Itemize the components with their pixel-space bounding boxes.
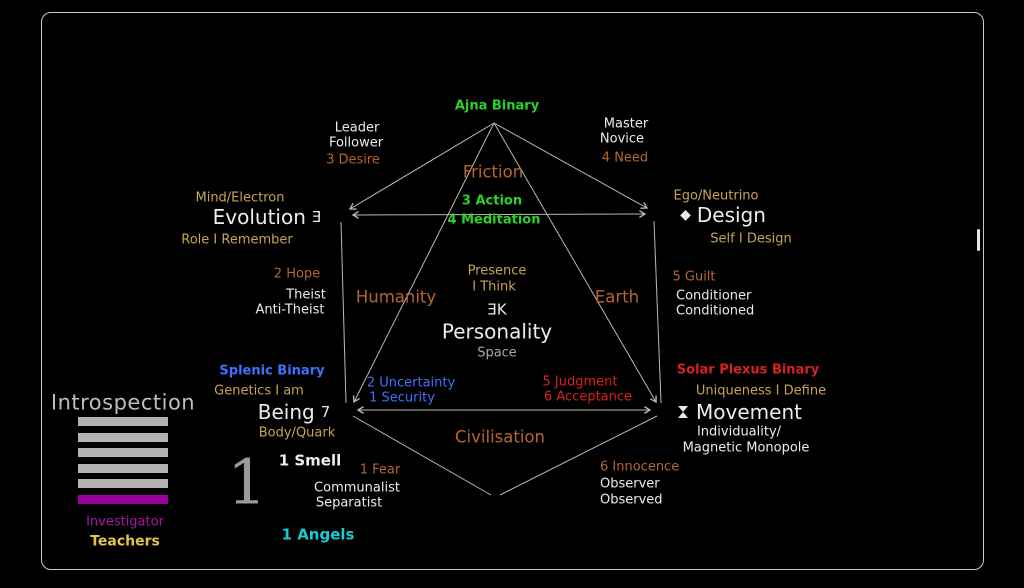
design-subtitle: Ego/Neutrino <box>673 188 759 204</box>
edge-evolution-being <box>340 221 347 404</box>
design-diamond-icon: ◆ <box>680 207 691 223</box>
i-think-label: I Think <box>472 279 516 295</box>
design-caption: Self I Design <box>710 231 792 247</box>
novice-label: Novice <box>599 131 645 147</box>
guilt-label: 5 Guilt <box>672 269 716 285</box>
edge-design-movement <box>653 220 662 404</box>
edge-apex-evolution <box>348 122 495 210</box>
design-node: ◆ Design <box>680 203 766 227</box>
separatist-label: Separatist <box>315 495 383 511</box>
big-number: 1 <box>227 445 267 519</box>
hexagram-line <box>78 432 168 442</box>
edge-apex-being <box>352 122 495 404</box>
hope-label: 2 Hope <box>273 266 321 282</box>
personality-glyph-icon: ƎK <box>487 300 507 319</box>
uncertainty-label: 2 Uncertainty <box>366 375 456 391</box>
communalist-label: Communalist <box>314 480 400 496</box>
border-frame <box>41 12 984 570</box>
movement-caption-2: Magnetic Monopole <box>682 440 810 456</box>
earth-label: Earth <box>594 287 640 307</box>
presence-label: Presence <box>467 263 527 279</box>
being-title: Being <box>257 400 315 424</box>
genetics-label: Genetics I am <box>214 383 304 399</box>
meditation-label: 4 Meditation <box>447 212 541 228</box>
civilisation-label: Civilisation <box>455 427 545 447</box>
edge-movement-bottom <box>499 415 658 496</box>
evolution-glyph-icon: Ǝ <box>311 208 322 226</box>
hexagram-bars <box>78 417 168 510</box>
conditioner-label: Conditioner <box>676 288 752 304</box>
space-label: Space <box>477 345 517 361</box>
acceptance-label: 6 Acceptance <box>543 389 633 405</box>
security-label: 1 Security <box>369 390 435 406</box>
theist-label: Theist <box>286 287 326 303</box>
follower-label: Follower <box>328 135 384 151</box>
edge-being-bottom <box>352 415 492 496</box>
movement-caption-1: Individuality/ <box>696 424 782 440</box>
fear-label: 1 Fear <box>359 462 401 478</box>
hexagram-line-purple <box>78 494 168 504</box>
innocence-label: 6 Innocence <box>600 459 680 475</box>
smell-annotation: 1 Smell <box>278 451 342 470</box>
being-glyph-icon: 7 <box>320 403 331 421</box>
judgment-label: 5 Judgment <box>542 374 618 390</box>
edge-apex-design <box>493 122 649 209</box>
observed-label: Observed <box>600 492 663 508</box>
angels-annotation: 1 Angels <box>281 525 355 544</box>
teachers-label: Teachers <box>90 533 160 550</box>
desire-label: 3 Desire <box>326 152 380 168</box>
investigator-label: Investigator <box>86 514 164 530</box>
edge-evolution-design <box>351 210 647 219</box>
movement-hourglass-icon <box>676 405 690 419</box>
solar-plexus-binary-label: Solar Plexus Binary <box>676 362 820 378</box>
design-title: Design <box>696 203 766 227</box>
uniqueness-label: Uniqueness I Define <box>695 383 827 399</box>
border-glare <box>977 229 980 251</box>
friction-label: Friction <box>462 162 524 182</box>
evolution-title: Evolution <box>212 205 306 229</box>
need-label: 4 Need <box>601 150 649 166</box>
observer-label: Observer <box>600 476 660 492</box>
being-node: Being 7 <box>258 400 331 424</box>
hexagram-line <box>78 479 168 488</box>
evolution-caption: Role I Remember <box>181 232 293 248</box>
conditioned-label: Conditioned <box>676 303 755 319</box>
hexagram-line <box>78 417 168 426</box>
edge-apex-movement <box>493 122 657 404</box>
hexagram-line <box>78 448 168 457</box>
being-caption: Body/Quark <box>258 425 336 441</box>
leader-label: Leader <box>334 120 380 136</box>
master-label: Master <box>603 116 649 132</box>
movement-node: Movement <box>676 400 802 424</box>
personality-title: Personality <box>441 319 553 344</box>
evolution-subtitle: Mind/Electron <box>195 190 285 206</box>
hexagram-line <box>78 463 168 473</box>
introspection-title: Introspection <box>50 390 196 415</box>
splenic-binary-label: Splenic Binary <box>219 363 325 379</box>
humanity-label: Humanity <box>355 287 437 307</box>
evolution-node: Evolution Ǝ <box>213 205 322 229</box>
anti-theist-label: Anti-Theist <box>255 302 325 318</box>
action-label: 3 Action <box>461 193 523 209</box>
movement-title: Movement <box>696 400 802 424</box>
ajna-binary-label: Ajna Binary <box>454 98 540 114</box>
